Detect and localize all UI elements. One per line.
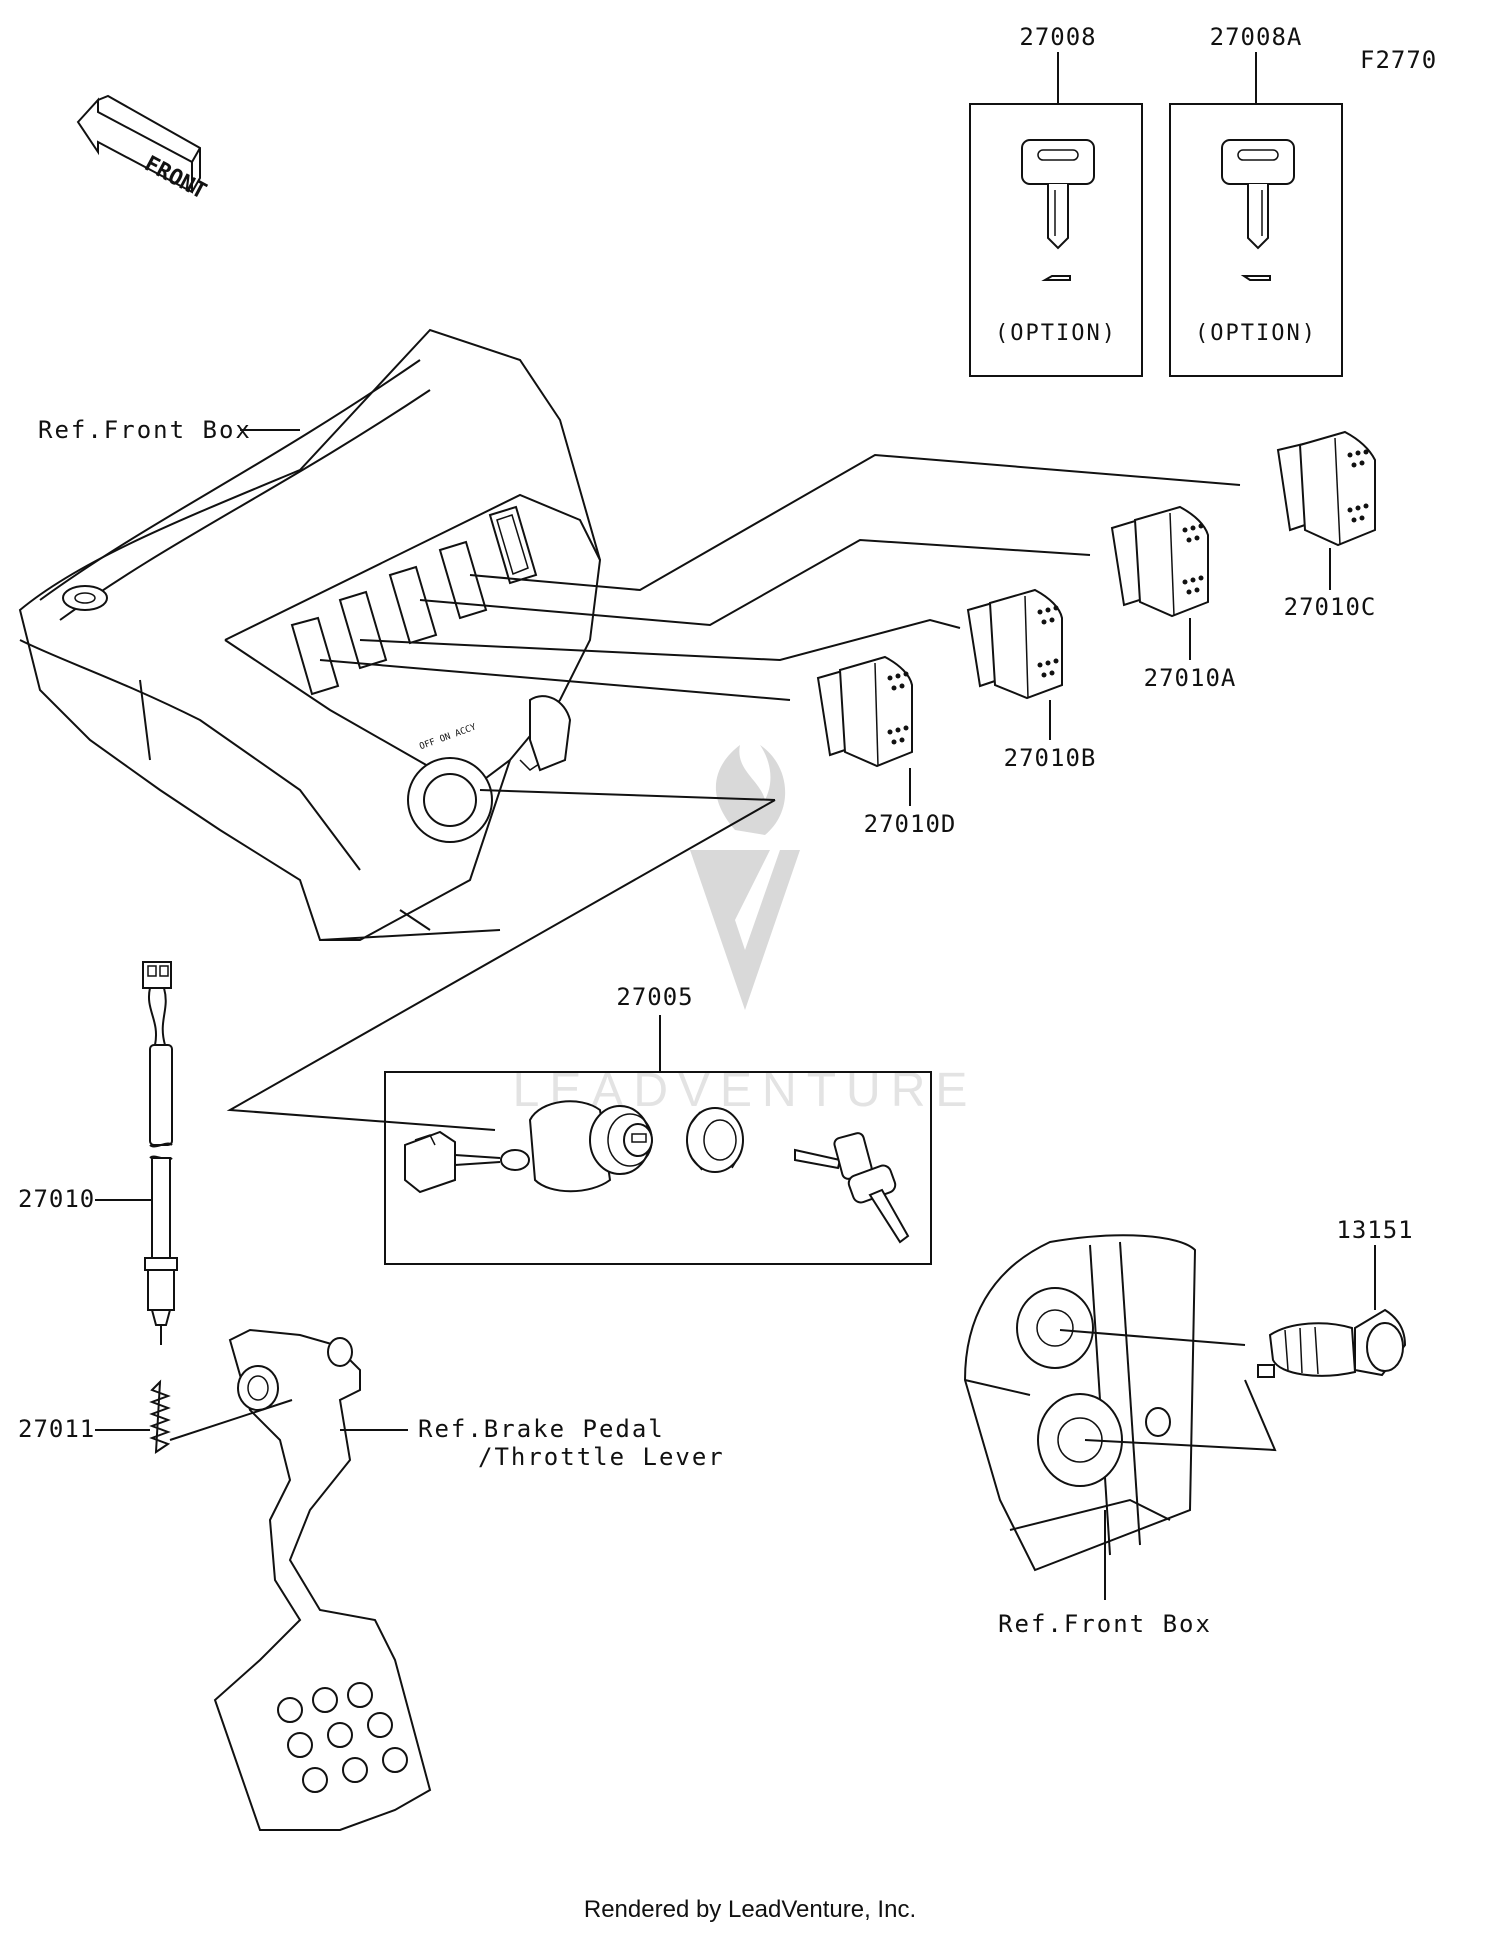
rocker-switch-27010A: 27010A bbox=[1110, 505, 1237, 692]
leadventure-watermark: LEADVENTURE bbox=[513, 745, 967, 1117]
front-arrow-icon: FRONT bbox=[76, 94, 210, 205]
option-label-27008A: (OPTION) bbox=[1195, 321, 1317, 346]
footer-credit: Rendered by LeadVenture, Inc. bbox=[583, 1896, 917, 1923]
ref-front-box-top: Ref.Front Box bbox=[38, 416, 252, 444]
key-27008: 27008 (OPTION) bbox=[969, 23, 1143, 377]
rocker-switch-27010D: 27010D bbox=[816, 655, 957, 838]
ref-brake-pedal-line1: Ref.Brake Pedal bbox=[418, 1415, 665, 1443]
label-27011: 27011 bbox=[18, 1415, 95, 1443]
brake-pedal-throttle-lever: Ref.Brake Pedal /Throttle Lever bbox=[169, 1328, 725, 1831]
diagram-code: F2770 bbox=[1360, 46, 1437, 74]
label-27010A: 27010A bbox=[1144, 664, 1237, 692]
ref-brake-pedal-line2: /Throttle Lever bbox=[478, 1443, 725, 1471]
label-27005: 27005 bbox=[616, 983, 693, 1011]
leader-lines-switches bbox=[226, 453, 1241, 1131]
ref-front-box-bottom: Ref.Front Box bbox=[998, 1610, 1212, 1638]
front-box-lower: Ref.Front Box bbox=[963, 1234, 1212, 1638]
label-13151: 13151 bbox=[1336, 1216, 1413, 1244]
label-27010: 27010 bbox=[18, 1185, 95, 1213]
spring-27011: 27011 bbox=[18, 1379, 171, 1454]
label-27008A: 27008A bbox=[1210, 23, 1303, 51]
label-27010B: 27010B bbox=[1004, 744, 1097, 772]
label-27010D: 27010D bbox=[864, 810, 957, 838]
rocker-switch-27010C: 27010C bbox=[1276, 430, 1377, 621]
socket-13151: 13151 bbox=[1059, 1216, 1413, 1452]
option-label-27008: (OPTION) bbox=[995, 321, 1117, 346]
label-27010C: 27010C bbox=[1284, 593, 1377, 621]
rocker-switch-27010B: 27010B bbox=[966, 588, 1097, 772]
front-box-dashboard: OFF ON ACCY bbox=[18, 328, 602, 941]
brake-switch-27010: 27010 bbox=[18, 961, 178, 1345]
key-27008A: 27008A (OPTION) bbox=[1169, 23, 1343, 377]
label-27008: 27008 bbox=[1019, 23, 1096, 51]
pedal-pad-holes bbox=[277, 1682, 408, 1793]
ignition-switch-27005: 27005 bbox=[384, 983, 932, 1265]
